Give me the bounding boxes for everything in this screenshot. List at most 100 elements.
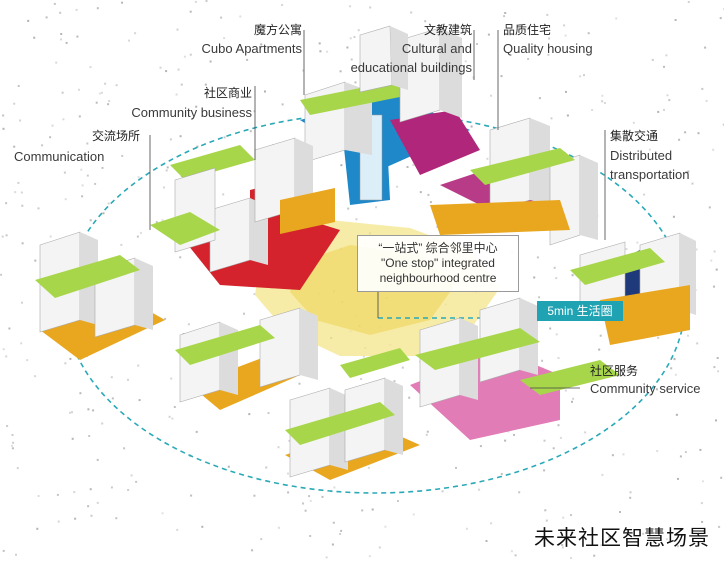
dot xyxy=(281,103,284,106)
dot xyxy=(205,0,208,2)
dot xyxy=(194,0,197,3)
dot xyxy=(187,323,190,326)
dot xyxy=(49,235,52,238)
dot xyxy=(699,448,702,451)
dot xyxy=(700,502,703,505)
dot xyxy=(33,36,36,39)
dot xyxy=(204,83,207,86)
label-business-cn: 社区商业 xyxy=(203,86,252,100)
dot xyxy=(115,517,118,520)
dot xyxy=(189,53,192,56)
dot xyxy=(263,47,266,50)
dot xyxy=(108,100,111,103)
dot xyxy=(375,206,378,209)
dot xyxy=(60,38,62,41)
dot xyxy=(110,486,113,489)
dot xyxy=(15,553,17,556)
label-transport-cn: 集散交通 xyxy=(610,129,659,143)
dot xyxy=(425,433,428,436)
dot xyxy=(253,293,256,296)
dot xyxy=(333,486,336,489)
dot xyxy=(378,546,381,549)
quality-housing-cluster xyxy=(430,117,598,246)
dot xyxy=(500,473,503,475)
dot xyxy=(89,66,92,69)
dot xyxy=(657,110,660,113)
label-quality-cn: 品质住宅 xyxy=(503,23,552,37)
dot xyxy=(549,327,552,330)
dot xyxy=(136,235,139,238)
dot xyxy=(74,517,77,520)
dot xyxy=(20,342,23,345)
dot xyxy=(180,83,183,86)
dot xyxy=(104,82,107,85)
label-comm-en: Communication xyxy=(14,149,105,164)
dot xyxy=(678,138,681,141)
dot xyxy=(189,10,192,13)
dot xyxy=(715,419,717,422)
dot xyxy=(546,13,549,16)
dot xyxy=(571,274,574,277)
dot xyxy=(179,135,182,138)
dot xyxy=(504,12,507,14)
dot xyxy=(412,164,415,166)
dot xyxy=(599,334,602,337)
dot xyxy=(555,333,558,336)
dot xyxy=(625,248,628,250)
dot xyxy=(11,434,14,436)
dot xyxy=(533,276,536,279)
dot xyxy=(564,34,567,37)
dot xyxy=(465,527,468,530)
dot xyxy=(486,157,489,160)
dot xyxy=(260,43,263,46)
dot xyxy=(478,488,481,491)
dot xyxy=(350,58,353,61)
dot xyxy=(120,243,123,246)
label-cubo-cn: 魔方公寓 xyxy=(253,23,302,37)
dot xyxy=(557,357,560,359)
dot xyxy=(87,505,90,508)
dot xyxy=(309,499,312,502)
dot xyxy=(170,377,173,380)
dot xyxy=(53,2,56,5)
dot xyxy=(593,554,596,557)
dot xyxy=(71,411,73,414)
dot xyxy=(608,536,611,539)
dot xyxy=(2,114,5,117)
dot xyxy=(78,115,81,118)
dot xyxy=(397,500,399,502)
dot xyxy=(357,29,360,32)
dot xyxy=(701,480,704,483)
dot xyxy=(100,91,103,94)
dot xyxy=(111,397,114,400)
dot xyxy=(16,467,19,470)
dot xyxy=(717,370,720,373)
label-cubo-apartments: 魔方公寓 Cubo Apartments xyxy=(170,22,302,57)
dot xyxy=(87,408,90,411)
dot xyxy=(665,54,668,57)
dot xyxy=(325,556,328,559)
dot xyxy=(490,94,493,97)
dot xyxy=(75,8,78,11)
dot xyxy=(17,85,20,87)
dot xyxy=(677,477,679,480)
dot xyxy=(165,169,168,172)
dot xyxy=(69,357,72,360)
dot xyxy=(716,357,719,359)
dot xyxy=(37,495,40,497)
dot xyxy=(712,148,715,151)
dot xyxy=(545,519,548,522)
dot xyxy=(127,378,129,381)
dot xyxy=(110,376,113,379)
dot xyxy=(260,538,263,541)
dot xyxy=(267,412,270,414)
dot xyxy=(101,422,104,425)
dot xyxy=(34,259,37,262)
dot xyxy=(62,118,65,121)
dot xyxy=(536,256,539,259)
dot xyxy=(2,348,5,351)
community-business-cluster xyxy=(170,137,340,290)
dot xyxy=(527,58,530,60)
dot xyxy=(115,84,118,87)
dot xyxy=(571,400,573,403)
